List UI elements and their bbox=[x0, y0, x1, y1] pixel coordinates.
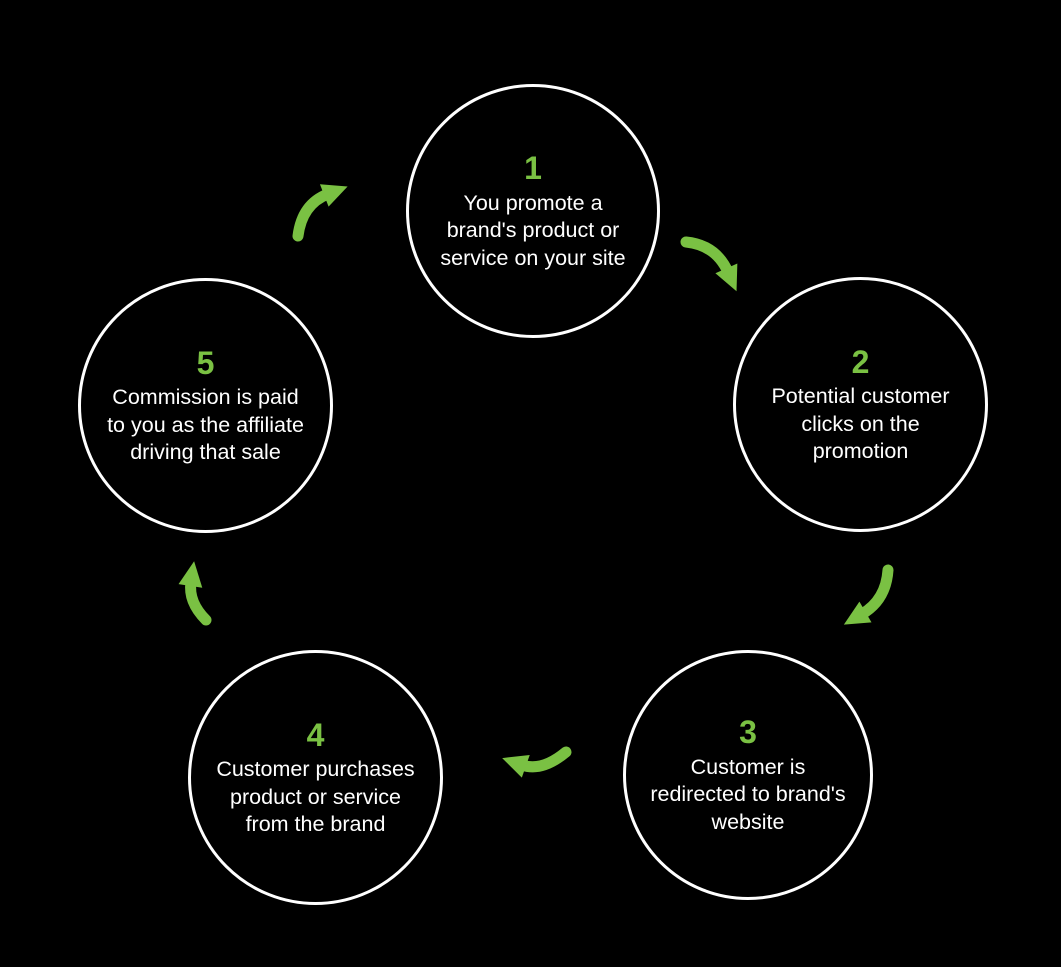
step-circle-1: 1 You promote a brand's product or servi… bbox=[406, 84, 660, 338]
arrow-1-to-2-icon bbox=[680, 236, 738, 292]
step-2-label: Potential customer clicks on the promoti… bbox=[771, 384, 950, 464]
step-4-number: 4 bbox=[306, 716, 325, 753]
step-circle-5: 5 Commission is paid to you as the affil… bbox=[78, 278, 333, 533]
arrow-3-to-4-icon bbox=[502, 746, 572, 778]
step-3-number: 3 bbox=[739, 714, 757, 751]
arrow-5-to-1-icon bbox=[292, 184, 348, 242]
step-3-label: Customer is redirected to brand's websit… bbox=[650, 754, 846, 834]
step-1-number: 1 bbox=[524, 150, 542, 187]
step-circle-4: 4 Customer purchases product or service … bbox=[188, 650, 443, 905]
step-circle-3: 3 Customer is redirected to brand's webs… bbox=[623, 650, 873, 900]
step-circle-2: 2 Potential customer clicks on the promo… bbox=[733, 277, 988, 532]
arrow-4-to-5-icon bbox=[178, 561, 212, 626]
step-1-label: You promote a brand's product or service… bbox=[440, 190, 626, 270]
step-5-label: Commission is paid to you as the affilia… bbox=[107, 385, 304, 465]
step-2-number: 2 bbox=[851, 343, 870, 380]
step-4-label: Customer purchases product or service fr… bbox=[216, 757, 415, 837]
step-5-number: 5 bbox=[196, 344, 215, 381]
arrow-2-to-3-icon bbox=[843, 564, 894, 625]
